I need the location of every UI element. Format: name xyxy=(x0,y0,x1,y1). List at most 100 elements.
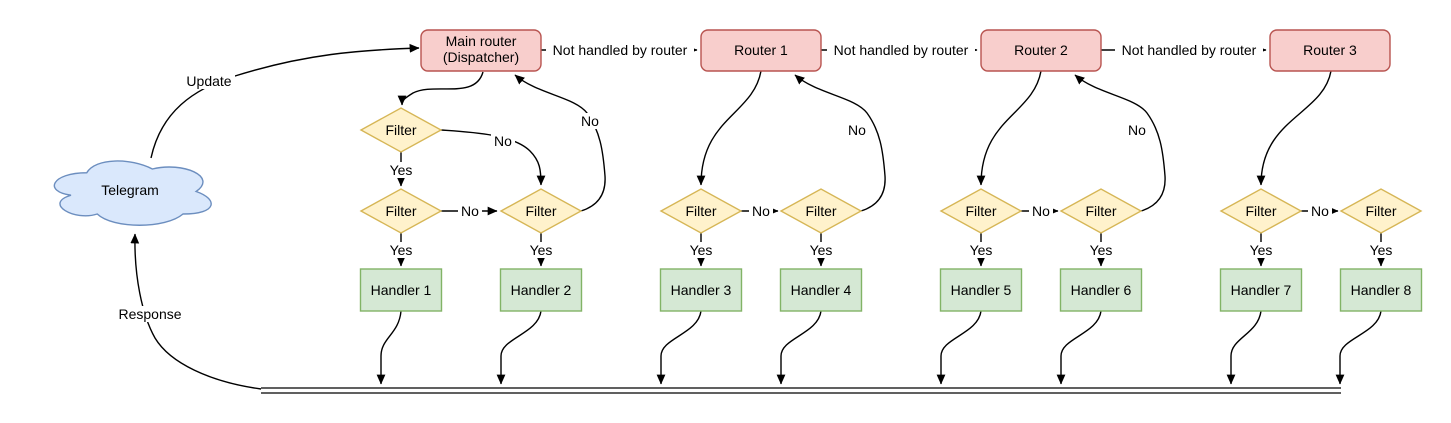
label-yes-h6: Yes xyxy=(1087,242,1115,258)
filter-r3-left xyxy=(1219,188,1303,234)
edge-router3-to-filter xyxy=(1256,70,1332,186)
label-no-main: No xyxy=(458,203,482,219)
edge-r1-no-loop xyxy=(794,74,886,212)
svg-text:Response: Response xyxy=(118,306,181,322)
handler-7-label: Handler 7 xyxy=(1231,282,1292,298)
edge-handler3-bus xyxy=(656,310,702,385)
svg-text:Not handled by router: Not handled by router xyxy=(553,42,688,58)
main-router-label-line2: (Dispatcher) xyxy=(443,49,519,65)
edge-handler5-bus xyxy=(936,310,982,385)
filter-label: Filter xyxy=(385,203,416,219)
label-no-r2: No xyxy=(1029,203,1053,219)
svg-text:No: No xyxy=(461,203,479,219)
label-not-handled-1: Not handled by router xyxy=(546,42,694,58)
label-yes-h3: Yes xyxy=(687,242,715,258)
svg-text:No: No xyxy=(1311,203,1329,219)
svg-text:Yes: Yes xyxy=(810,242,833,258)
edge-router2-to-filter xyxy=(976,70,1042,186)
svg-text:Not handled by router: Not handled by router xyxy=(1122,42,1257,58)
edge-handler7-bus xyxy=(1226,310,1262,385)
filter-label: Filter xyxy=(805,203,836,219)
node-handler-2 xyxy=(499,268,583,312)
filter-r2-right xyxy=(1059,188,1143,234)
edge-labels-layer: Update Response Not handled by router No… xyxy=(116,42,1395,322)
edge-update xyxy=(150,43,420,159)
handler-5-label: Handler 5 xyxy=(951,282,1012,298)
edge-handler2-bus xyxy=(496,310,542,385)
label-no-r1: No xyxy=(749,203,773,219)
handler-2-label: Handler 2 xyxy=(511,282,572,298)
filter-label: Filter xyxy=(685,203,716,219)
node-main-router xyxy=(420,29,542,72)
filter-r2-left xyxy=(939,188,1023,234)
svg-text:Yes: Yes xyxy=(390,242,413,258)
label-no-top: No xyxy=(491,133,515,149)
node-handler-3 xyxy=(659,268,743,312)
label-no-loop-main: No xyxy=(578,113,602,129)
filter-label: Filter xyxy=(1245,203,1276,219)
filter-label: Filter xyxy=(525,203,556,219)
filter-label: Filter xyxy=(385,122,416,138)
label-no-loop-r2: No xyxy=(1125,122,1149,138)
svg-text:Yes: Yes xyxy=(1090,242,1113,258)
svg-text:No: No xyxy=(494,133,512,149)
edge-handler4-bus xyxy=(776,310,822,385)
edge-handler8-bus xyxy=(1335,310,1382,385)
label-yes-h2: Yes xyxy=(527,242,555,258)
node-handler-4 xyxy=(779,268,863,312)
router-2-label: Router 2 xyxy=(1014,42,1068,58)
edge-response xyxy=(130,233,262,390)
edges-layer xyxy=(130,43,1386,394)
svg-text:No: No xyxy=(848,122,866,138)
filter-label: Filter xyxy=(1365,203,1396,219)
node-router-3 xyxy=(1269,29,1391,72)
filter-r3-right xyxy=(1339,188,1423,234)
edge-r2-no-loop xyxy=(1074,74,1166,212)
filter-label: Filter xyxy=(965,203,996,219)
node-router-2 xyxy=(980,29,1102,72)
label-yes-h5: Yes xyxy=(967,242,995,258)
svg-text:Yes: Yes xyxy=(690,242,713,258)
label-response: Response xyxy=(116,306,184,322)
node-handler-7 xyxy=(1219,268,1303,312)
svg-text:Update: Update xyxy=(186,73,231,89)
node-handler-6 xyxy=(1059,268,1143,312)
cloud-label: Telegram xyxy=(101,182,159,198)
router-3-label: Router 3 xyxy=(1303,42,1357,58)
node-handler-5 xyxy=(939,268,1023,312)
svg-text:Yes: Yes xyxy=(530,242,553,258)
label-not-handled-3: Not handled by router xyxy=(1115,42,1263,58)
label-yes-top: Yes xyxy=(387,162,415,178)
edge-main-no-loop xyxy=(514,74,606,212)
node-handler-1 xyxy=(359,268,443,312)
edge-dispatcher-to-top-filter xyxy=(397,71,484,106)
svg-text:Yes: Yes xyxy=(970,242,993,258)
svg-text:No: No xyxy=(1032,203,1050,219)
nodes-layer xyxy=(53,29,1423,312)
label-yes-h8: Yes xyxy=(1367,242,1395,258)
filter-label: Filter xyxy=(1085,203,1116,219)
svg-text:No: No xyxy=(1128,122,1146,138)
label-no-r3: No xyxy=(1308,203,1332,219)
filter-main-right xyxy=(499,188,583,234)
handler-8-label: Handler 8 xyxy=(1351,282,1412,298)
svg-text:Yes: Yes xyxy=(1370,242,1393,258)
handler-1-label: Handler 1 xyxy=(371,282,432,298)
label-no-loop-r1: No xyxy=(845,122,869,138)
label-update: Update xyxy=(183,73,235,89)
label-yes-h7: Yes xyxy=(1247,242,1275,258)
svg-text:No: No xyxy=(581,113,599,129)
filter-r1-left xyxy=(659,188,743,234)
edge-router1-to-filter xyxy=(696,70,762,186)
node-handler-8 xyxy=(1339,268,1423,312)
edge-handler1-bus xyxy=(376,310,402,385)
label-yes-h1: Yes xyxy=(387,242,415,258)
filter-r1-right xyxy=(779,188,863,234)
edge-top-filter-no xyxy=(440,129,546,186)
label-not-handled-2: Not handled by router xyxy=(827,42,975,58)
label-yes-h4: Yes xyxy=(807,242,835,258)
telegram-cloud xyxy=(53,160,212,226)
router-1-label: Router 1 xyxy=(734,42,788,58)
svg-text:No: No xyxy=(752,203,770,219)
